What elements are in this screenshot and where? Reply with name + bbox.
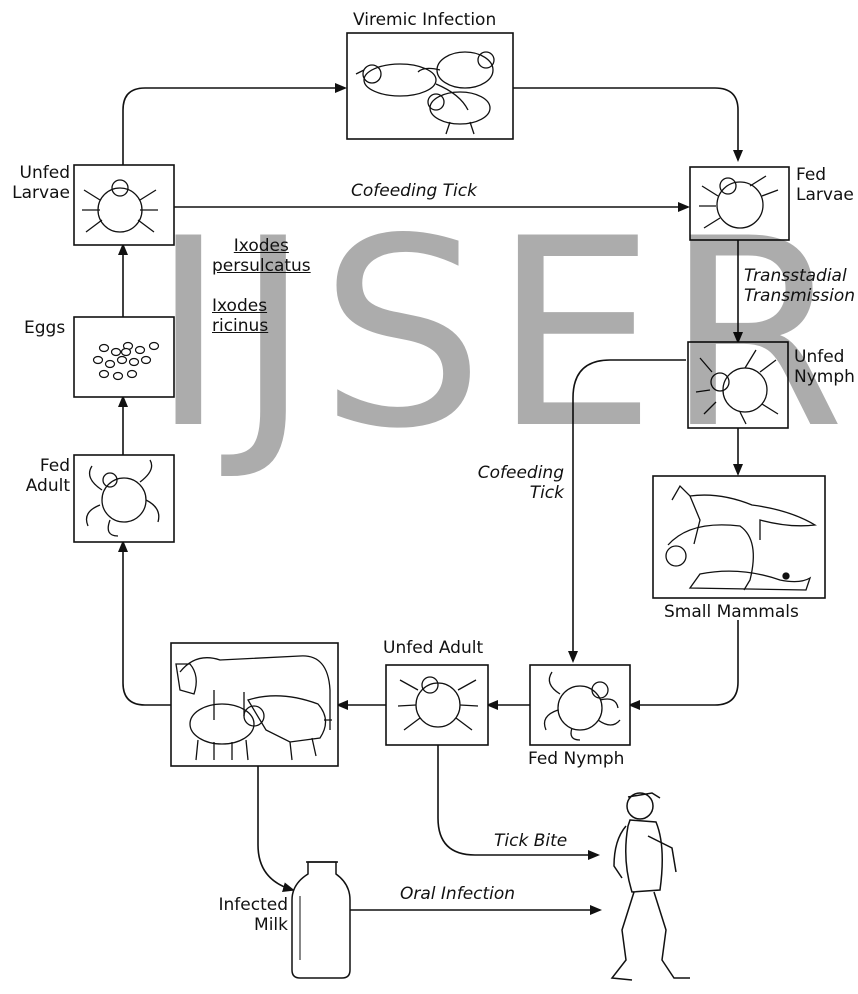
- milk-bottle-icon: [292, 862, 350, 978]
- small-mammals-box: [653, 476, 825, 598]
- unfed-adult-label: Unfed Adult: [383, 638, 483, 658]
- ixodes-ricinus-label: Ixodes ricinus: [212, 296, 268, 336]
- transstadial-transmission-label: Transstadial Transmission: [744, 266, 855, 306]
- unfed-nymph-box: [688, 342, 788, 428]
- fed-nymph-box: [530, 665, 630, 745]
- viremic-infection-label: Viremic Infection: [353, 10, 496, 30]
- fed-adult-label: Fed Adult: [2, 456, 70, 496]
- infected-milk-label: Infected Milk: [196, 895, 288, 935]
- oral-infection-label: Oral Infection: [400, 884, 515, 904]
- ixodes-persulcatus-label: Ixodes persulcatus: [212, 236, 311, 276]
- unfed-nymph-label: Unfed Nymph: [794, 347, 855, 387]
- tick-bite-label: Tick Bite: [494, 831, 567, 851]
- unfed-adult-box: [386, 665, 488, 745]
- arrow-livestock-to-fed-adult: [123, 542, 171, 705]
- hiker-icon: [612, 793, 690, 980]
- arrow-unfed-larvae-to-viremic: [123, 88, 345, 165]
- cofeeding-tick-mid-label: Cofeeding Tick: [456, 463, 564, 503]
- unfed-larvae-label: Unfed Larvae: [2, 163, 70, 203]
- unfed-larvae-box: [74, 165, 174, 245]
- arrow-livestock-to-milk: [258, 766, 293, 890]
- fed-larvae-label: Fed Larvae: [796, 165, 854, 205]
- livestock-box: [171, 643, 338, 766]
- cofeeding-tick-top-label: Cofeeding Tick: [351, 181, 477, 201]
- viremic-infection-box: [347, 33, 513, 139]
- eggs-label: Eggs: [24, 318, 65, 338]
- arrow-viremic-to-fed-larvae: [513, 88, 738, 160]
- arrow-mammals-to-fed-nymph: [630, 620, 738, 705]
- fed-adult-box: [74, 455, 174, 542]
- fed-nymph-label: Fed Nymph: [528, 749, 624, 769]
- fed-larvae-box: [690, 167, 789, 240]
- small-mammals-label: Small Mammals: [664, 602, 799, 622]
